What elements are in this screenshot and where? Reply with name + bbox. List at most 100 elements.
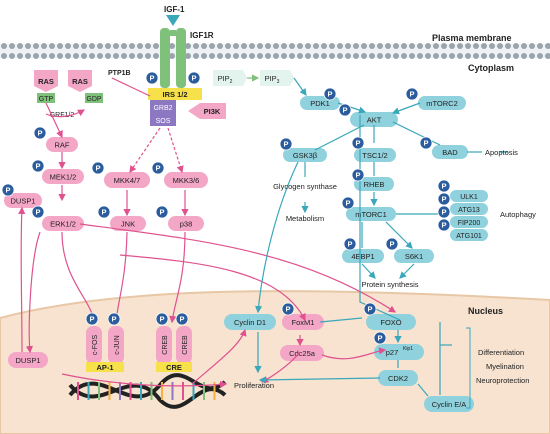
phospho-badge-icon — [97, 205, 111, 219]
phospho-badge-icon — [373, 331, 387, 345]
foxo-node-label: FOXO — [380, 318, 401, 327]
ulk1-node — [450, 190, 488, 202]
phospho-badge-icon — [343, 237, 357, 251]
phospho-badge-label: P — [159, 315, 164, 324]
mtorc1-node-label: mTORC1 — [355, 210, 387, 219]
phospho-badge-icon — [437, 179, 451, 193]
raf-label: RAF — [55, 140, 70, 149]
phospho-badge-icon — [323, 87, 337, 101]
pip2-label: PIP2 — [218, 74, 233, 85]
phospho-badge-label: P — [283, 140, 288, 149]
phospho-badge-label: P — [35, 162, 40, 171]
ras2-node — [68, 70, 92, 92]
raf-node — [46, 137, 78, 152]
phospho-badge-label: P — [389, 240, 394, 249]
fip200-label: FIP200 — [458, 220, 481, 227]
phospho-badge-label: P — [37, 129, 42, 138]
ras1-label: RAS — [38, 77, 54, 86]
phospho-badge-icon — [31, 205, 45, 219]
bad-node — [432, 145, 468, 159]
igf1r-label: IGF1R — [190, 31, 214, 40]
creb2-node — [176, 326, 192, 364]
erk12-label: ERK1/2 — [50, 219, 76, 228]
irs12-label: IRS 1/2 — [162, 90, 187, 99]
pi3k-label: PI3K — [204, 107, 221, 116]
phospho-badge-label: P — [179, 315, 184, 324]
pip3-label: PIP3 — [265, 74, 280, 85]
tsc12-node-label: TSC1/2 — [362, 151, 387, 160]
cytoplasm-label: Cytoplasm — [468, 63, 514, 73]
akt-node-label: AKT — [367, 115, 382, 124]
gtp-badge — [37, 93, 55, 103]
p27-label: p27 — [386, 348, 399, 357]
pdk1-node-label: PDK1 — [310, 99, 330, 108]
ap1-label: AP-1 — [96, 363, 113, 372]
tsc12-node — [354, 148, 396, 162]
p27-superscript: Kip1 — [403, 346, 413, 352]
membrane-label: Plasma membrane — [432, 33, 512, 43]
dusp1-top-label: DUSP1 — [10, 196, 35, 205]
jnk-node — [110, 216, 146, 231]
cdk2-label: CDK2 — [388, 374, 408, 383]
foxo-node — [366, 314, 416, 330]
phospho-badge-icon — [155, 205, 169, 219]
phospho-badge-icon — [151, 161, 165, 175]
jnk-label: JNK — [121, 219, 135, 228]
phospho-badge-label: P — [441, 208, 446, 217]
apoptosis-label: Apoptosis — [485, 148, 518, 157]
cfos-label: c-FOS — [92, 335, 99, 356]
cjun-node — [108, 326, 124, 364]
ulk1-label: ULK1 — [460, 194, 478, 201]
rheb-node — [354, 177, 394, 191]
phospho-badge-icon — [351, 168, 365, 182]
gdp-badge — [85, 93, 103, 103]
phospho-badge-label: P — [355, 171, 360, 180]
phospho-badge-icon — [405, 87, 419, 101]
pip2-node — [213, 70, 247, 86]
gdp-label: GDP — [86, 96, 102, 103]
phospho-badge-label: P — [342, 106, 347, 115]
p27-node — [374, 344, 424, 360]
grf12-label: GRF1/2 — [50, 112, 75, 119]
cre-label: CRE — [166, 363, 182, 372]
phospho-badge-label: P — [95, 164, 100, 173]
creb1-label: CREB — [162, 335, 169, 355]
phospho-badge-icon — [33, 126, 47, 140]
differentiation-label: Differentiation — [478, 348, 524, 357]
mkk36-label: MKK3/6 — [173, 176, 200, 185]
sos-label: SOS — [156, 118, 171, 125]
creb2-label: CREB — [182, 335, 189, 355]
gsk3b-node-label: GSK3β — [293, 151, 318, 160]
phospho-badge-icon — [281, 302, 295, 316]
phospho-badge-label: P — [101, 208, 106, 217]
s6k1-node — [394, 249, 434, 263]
phospho-badge-label: P — [149, 74, 154, 83]
cycline-node — [424, 396, 474, 412]
phospho-badge-icon — [145, 71, 159, 85]
dusp1-nuc-node — [8, 352, 48, 368]
phospho-badge-icon — [175, 312, 189, 326]
p38-node — [168, 216, 204, 231]
phospho-badge-label: P — [355, 139, 360, 148]
ap1-box — [86, 362, 124, 372]
mtorc2-node-label: mTORC2 — [426, 99, 458, 108]
cdc25a-node — [280, 345, 324, 361]
rheb-node-label: RHEB — [364, 180, 385, 189]
outcome-bracket — [466, 327, 471, 409]
dusp1-nuc-label: DUSP1 — [15, 356, 40, 365]
phospho-badge-icon — [107, 312, 121, 326]
phospho-badge-icon — [437, 205, 451, 219]
phospho-badge-icon — [437, 218, 451, 232]
phospho-badge-label: P — [377, 334, 382, 343]
mek12-label: MEK1/2 — [50, 172, 77, 181]
grb2-node — [150, 100, 176, 113]
akt-node — [350, 112, 398, 127]
ras2-label: RAS — [72, 77, 88, 86]
phospho-badge-label: P — [191, 74, 196, 83]
phospho-badge-label: P — [441, 182, 446, 191]
ras1-node — [34, 70, 58, 92]
bad-node-label: BAD — [442, 148, 458, 157]
pip3-node — [260, 70, 294, 86]
ebp1-node-label: 4EBP1 — [351, 252, 374, 261]
